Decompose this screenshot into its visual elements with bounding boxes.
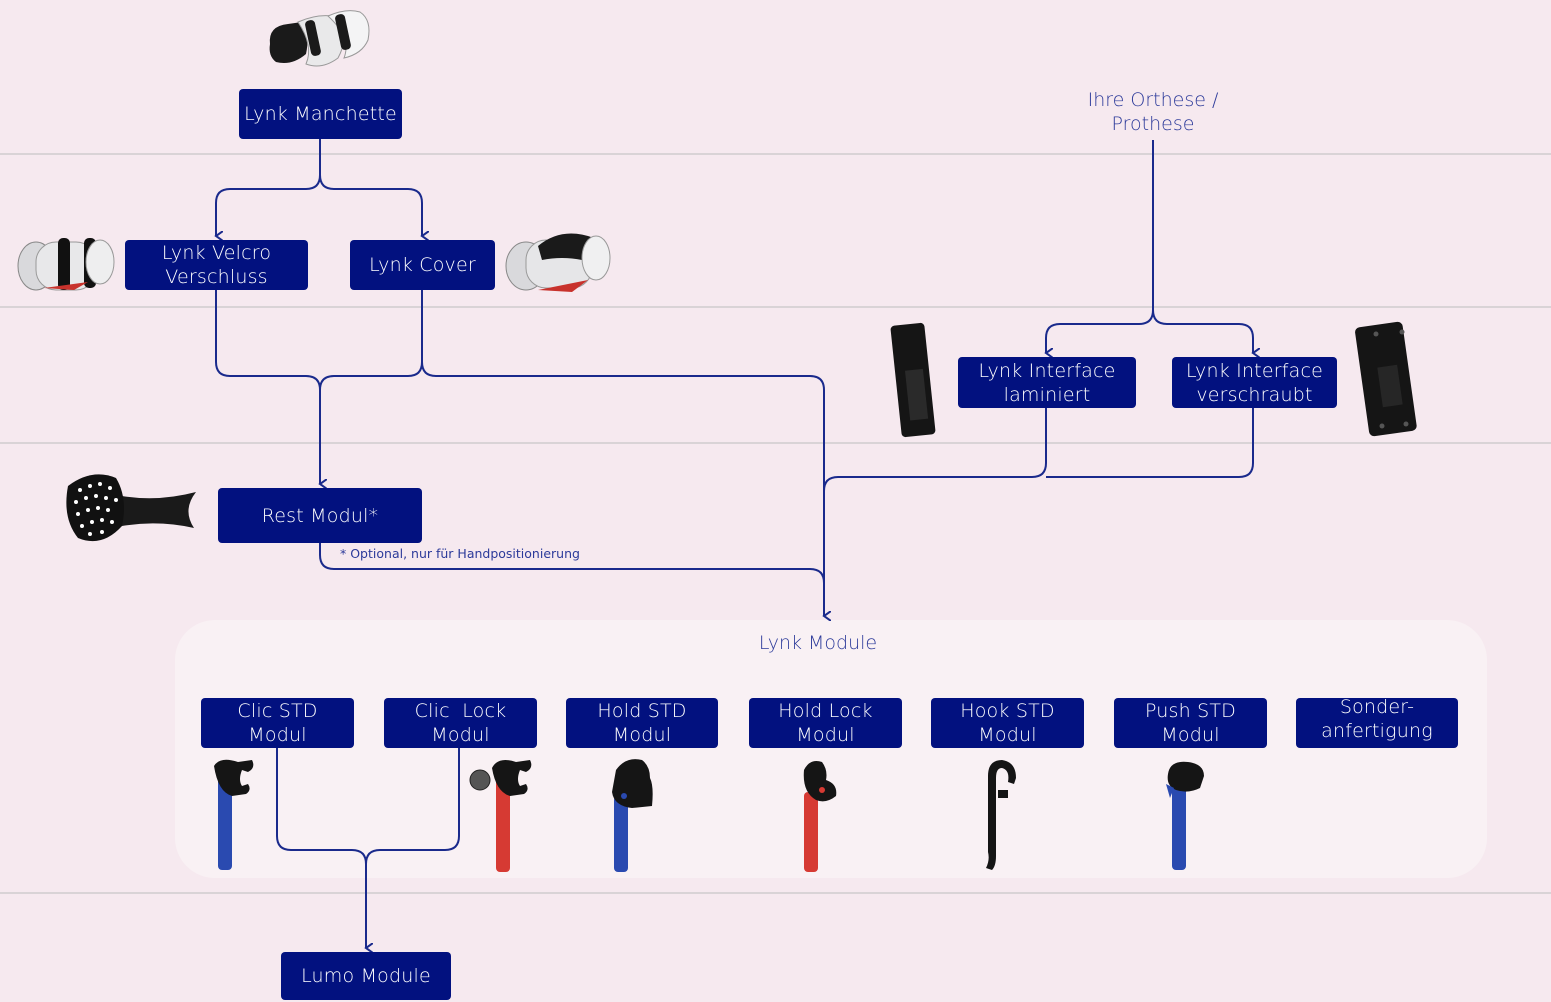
wire-manchette-to-velcro — [216, 139, 321, 236]
lynk-cover-node[interactable]: Lynk Cover — [350, 240, 495, 290]
module-clic-std-line1: Clic STD — [237, 700, 318, 722]
interface-verschraubt-line2: verschraubt — [1196, 383, 1313, 406]
lynk-interface-laminiert-node[interactable]: Lynk Interface laminiert — [958, 357, 1136, 408]
interface-laminiert-line1: Lynk Interface — [978, 359, 1116, 382]
wire-verschraubt-to-module — [1046, 408, 1254, 478]
wire-orthese-to-laminiert — [1046, 140, 1154, 353]
module-sonderanfertigung[interactable]: Sonder- anfertigung — [1296, 696, 1458, 748]
wire-cover-to-lynk-module — [421, 361, 824, 616]
module-hold-lock-line2: Modul — [796, 724, 855, 746]
lumo-module-node[interactable]: Lumo Module — [281, 952, 451, 1000]
interface-laminiert-line2: laminiert — [1003, 383, 1091, 406]
orthese-label: Ihre Orthese / Prothese — [1073, 88, 1233, 136]
clic-std-tool-image — [214, 759, 254, 870]
wire-laminiert-to-module — [823, 408, 1047, 492]
separator-line-3 — [0, 442, 1551, 444]
rest-modul-label: Rest Modul* — [261, 504, 379, 527]
orthese-label-line1: Ihre Orthese / — [1087, 89, 1219, 111]
orthese-label-line2: Prothese — [1111, 113, 1195, 135]
module-clic-std-line2: Modul — [248, 724, 307, 746]
lynk-velcro-label-line1: Lynk Velcro — [161, 242, 272, 264]
module-hold-std-line1: Hold STD — [597, 700, 687, 722]
module-push-std-line2: Modul — [1161, 724, 1220, 746]
module-sonder-line1: Sonder- — [1339, 696, 1415, 718]
module-clic-lock[interactable]: Clic Lock Modul — [384, 698, 537, 748]
interface-verschraubt-line1: Lynk Interface — [1185, 359, 1324, 382]
module-hook-std-line1: Hook STD — [960, 700, 1055, 722]
module-hold-lock[interactable]: Hold Lock Modul — [749, 698, 902, 748]
lynk-velcro-node[interactable]: Lynk Velcro Verschluss — [125, 240, 308, 290]
module-hold-std[interactable]: Hold STD Modul — [566, 698, 718, 748]
separator-line-2 — [0, 306, 1551, 308]
interface-verschraubt-image — [1355, 321, 1417, 437]
separator-line-4 — [0, 892, 1551, 894]
push-std-tool-image — [1166, 761, 1204, 870]
lynk-manchette-label: Lynk Manchette — [244, 103, 397, 125]
wire-velcro-to-rest — [215, 290, 320, 484]
wire-rest-to-lynk-module — [319, 543, 825, 584]
wire-manchette-to-cover — [319, 174, 422, 236]
wire-cover-to-rest — [319, 290, 423, 391]
manchette-image — [269, 10, 370, 67]
module-hold-std-line2: Modul — [612, 724, 672, 746]
module-clic-lock-line2: Modul — [431, 724, 490, 746]
lynk-manchette-node[interactable]: Lynk Manchette — [239, 89, 402, 139]
module-push-std-line1: Push STD — [1144, 700, 1237, 722]
hook-std-tool-image — [986, 760, 1016, 870]
separator-line-1 — [0, 153, 1551, 155]
lynk-interface-verschraubt-node[interactable]: Lynk Interface verschraubt — [1172, 357, 1337, 408]
lynk-module-title: Lynk Module — [758, 632, 878, 654]
velcro-image — [17, 238, 115, 291]
rest-modul-image — [66, 474, 196, 542]
wire-orthese-to-verschraubt — [1152, 309, 1253, 353]
module-clic-std[interactable]: Clic STD Modul — [201, 698, 354, 748]
lynk-velcro-label-line2: Verschluss — [165, 266, 268, 288]
clic-lock-tool-image — [469, 760, 532, 872]
cover-image — [505, 233, 611, 292]
hold-lock-tool-image — [803, 761, 837, 872]
lynk-cover-label: Lynk Cover — [369, 254, 476, 276]
hold-std-tool-image — [612, 759, 653, 872]
wire-clic-std-to-lumo — [276, 748, 366, 948]
module-clic-lock-line1: Clic Lock — [414, 700, 507, 722]
module-hook-std[interactable]: Hook STD Modul — [931, 698, 1084, 748]
interface-laminiert-image — [890, 322, 936, 438]
module-hold-lock-line1: Hold Lock — [778, 700, 873, 722]
lynk-module-panel — [175, 620, 1487, 878]
module-sonder-line2: anfertigung — [1321, 720, 1433, 742]
wire-clic-lock-to-lumo — [365, 748, 460, 865]
module-hook-std-line2: Modul — [978, 724, 1037, 746]
module-push-std[interactable]: Push STD Modul — [1114, 698, 1267, 748]
rest-modul-node[interactable]: Rest Modul* — [218, 488, 422, 543]
rest-modul-footnote: * Optional, nur für Handpositionierung — [340, 546, 580, 561]
lumo-module-label: Lumo Module — [301, 965, 431, 987]
